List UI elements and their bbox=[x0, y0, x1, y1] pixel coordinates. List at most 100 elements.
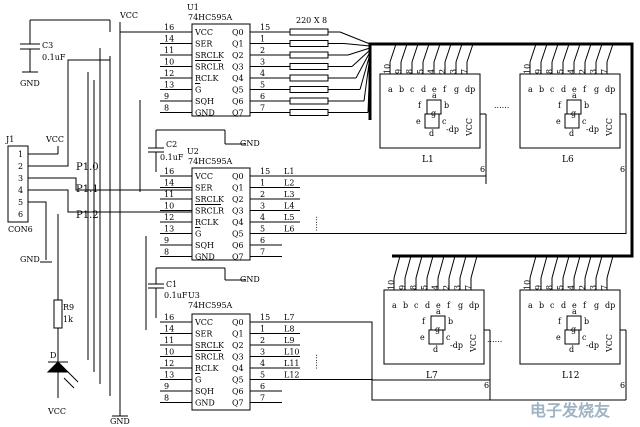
pin-number: 12 bbox=[164, 69, 174, 78]
pin-name: SRCLR bbox=[195, 207, 225, 216]
pin-name: SRCLK bbox=[195, 195, 225, 204]
segment-letter: b bbox=[539, 301, 544, 310]
pin-number: 6 bbox=[260, 236, 265, 245]
u1-part: 74HC595A bbox=[188, 13, 233, 22]
segment-letter: c bbox=[582, 333, 587, 342]
pin-number: 8 bbox=[164, 104, 169, 113]
segment-letter: a bbox=[388, 85, 393, 94]
display-pin-number: 4 bbox=[567, 285, 576, 290]
resistor bbox=[289, 109, 329, 116]
connector-pin-number: 3 bbox=[18, 174, 23, 183]
segment-letter: -dp bbox=[586, 125, 599, 134]
display-pin-number: 3 bbox=[449, 69, 458, 74]
pin-name: G bbox=[195, 376, 201, 385]
segment-letter: g bbox=[454, 85, 459, 94]
segment-letter: a bbox=[528, 301, 533, 310]
segment-letter: c bbox=[550, 301, 555, 310]
connector-pin-number: 6 bbox=[18, 210, 23, 219]
resistor bbox=[289, 28, 329, 36]
segment-letter: b bbox=[584, 317, 589, 326]
vcc-label-top: VCC bbox=[119, 11, 138, 20]
pin-name: Q2 bbox=[232, 195, 244, 204]
pin-name: Q1 bbox=[232, 184, 244, 193]
display-body bbox=[379, 73, 481, 149]
pin-number: 8 bbox=[164, 248, 169, 257]
display-vcc-label: VCC bbox=[465, 118, 474, 137]
pin-number: 15 bbox=[260, 313, 270, 322]
pin-name: GND bbox=[195, 399, 215, 408]
resistor bbox=[289, 40, 329, 47]
pin-number: 11 bbox=[164, 46, 174, 55]
pin-number: 13 bbox=[164, 81, 174, 90]
resistor-array-label: 220 X 8 bbox=[296, 16, 327, 25]
resistor bbox=[289, 86, 329, 93]
dots-top: ...... bbox=[494, 101, 509, 110]
pin-number: 6 bbox=[260, 382, 265, 391]
c1-value: 0.1uF bbox=[164, 291, 188, 300]
pin-name: Q7 bbox=[232, 253, 244, 262]
segment-letter: dp bbox=[465, 85, 475, 94]
pin-number: 14 bbox=[164, 325, 174, 334]
display-pin-number: 3 bbox=[589, 285, 598, 290]
pin-number: 15 bbox=[260, 23, 270, 32]
output-net-label: L6 bbox=[284, 225, 294, 234]
output-net-label: L3 bbox=[284, 190, 294, 199]
resistor-array bbox=[282, 28, 371, 116]
pin-number: 11 bbox=[164, 336, 174, 345]
u2-part: 74HC595A bbox=[188, 157, 233, 166]
pin-number: 2 bbox=[260, 46, 265, 55]
segment-letter: -dp bbox=[446, 125, 459, 134]
c3-value: 0.1uF bbox=[42, 53, 66, 62]
c2-value: 0.1uF bbox=[160, 153, 184, 162]
pin-name: SER bbox=[195, 330, 213, 339]
pin-number: 10 bbox=[164, 202, 174, 211]
segment-letter: e bbox=[572, 301, 577, 310]
segment-letter: d bbox=[425, 301, 430, 310]
display-pin-number: 3 bbox=[589, 69, 598, 74]
connector-pin-number: 5 bbox=[18, 198, 23, 207]
pin-name: VCC bbox=[194, 172, 213, 181]
segment-letter: a bbox=[572, 91, 577, 100]
segment-letter: d bbox=[569, 345, 574, 354]
pin-name: Q0 bbox=[232, 28, 244, 37]
segment-letter: c bbox=[550, 85, 555, 94]
display-body bbox=[519, 289, 621, 365]
display-common-pin: 6 bbox=[484, 381, 489, 390]
capacitor-c1: C1 0.1uF GND bbox=[148, 267, 260, 318]
segment-letter: a bbox=[572, 307, 577, 316]
u3-body bbox=[191, 313, 251, 411]
display-pin-number: 5 bbox=[556, 69, 565, 74]
segment-letter: b bbox=[399, 85, 404, 94]
display-pin-number: 7 bbox=[600, 285, 609, 290]
digit-lower bbox=[428, 329, 444, 345]
pin-number: 5 bbox=[260, 371, 265, 380]
resistor bbox=[289, 63, 329, 70]
pin-number: 1 bbox=[260, 325, 265, 334]
display-pin-number: 5 bbox=[420, 285, 429, 290]
resistor bbox=[289, 51, 329, 59]
j1-body bbox=[7, 145, 29, 223]
segment-letter: dp bbox=[605, 85, 615, 94]
pin-name: Q4 bbox=[232, 74, 244, 83]
connector-pin-number: 2 bbox=[18, 162, 23, 171]
pin-number: 14 bbox=[164, 179, 174, 188]
connector-pin-number: 1 bbox=[18, 150, 23, 159]
segment-letter: d bbox=[561, 301, 566, 310]
segment-letter: d bbox=[429, 129, 434, 138]
segment-letter: g bbox=[571, 325, 576, 334]
u3-part: 74HC595A bbox=[188, 301, 233, 310]
segment-letter: f bbox=[558, 101, 562, 110]
segment-letter: e bbox=[556, 333, 561, 342]
pin-name: Q0 bbox=[232, 172, 244, 181]
pin-name: RCLK bbox=[195, 74, 219, 83]
display-body bbox=[519, 73, 621, 149]
segment-letter: b bbox=[584, 101, 589, 110]
segment-letter: e bbox=[432, 85, 437, 94]
pin-number: 4 bbox=[260, 69, 265, 78]
